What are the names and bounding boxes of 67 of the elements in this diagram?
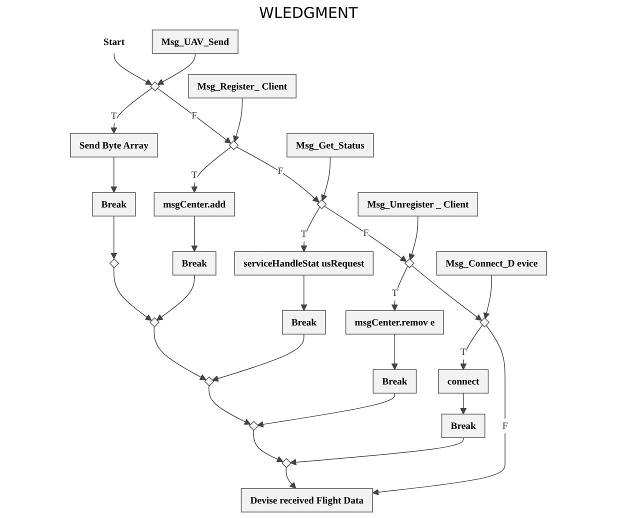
arrow	[324, 206, 407, 262]
node-diamond	[480, 317, 490, 328]
edge-label: F	[363, 226, 369, 238]
arrow	[286, 467, 296, 489]
node-box: msgCenter.remov e	[345, 310, 444, 335]
arrow	[391, 266, 408, 311]
arrow	[212, 334, 304, 382]
arrow	[191, 216, 198, 252]
node-text: Start	[104, 36, 125, 48]
node-diamond	[316, 199, 327, 210]
arrow	[483, 274, 492, 320]
node-box: Devise received Flight Data	[240, 488, 373, 512]
arrow	[208, 386, 251, 425]
arrow	[156, 88, 232, 144]
node-box: connect	[438, 369, 489, 394]
node-box: Break	[372, 369, 417, 394]
node-box: Msg_Unregister _ Client	[358, 192, 478, 216]
arrow	[411, 264, 482, 321]
node-diamond	[248, 420, 259, 431]
arrow	[191, 146, 232, 193]
node-box: msgCenter.add	[154, 192, 235, 216]
edge-label: F	[192, 110, 198, 121]
arrow	[290, 437, 464, 466]
arrow	[460, 392, 467, 414]
arrow	[114, 267, 152, 321]
node-diamond	[404, 258, 414, 268]
edge-label: T	[110, 110, 117, 122]
arrow	[114, 53, 152, 85]
arrow	[157, 53, 196, 85]
arrow	[232, 98, 243, 142]
node-diamond	[109, 258, 120, 268]
node-box: Break	[282, 310, 326, 335]
node-diamond	[228, 140, 239, 150]
node-diamond	[204, 376, 214, 386]
arrow	[300, 274, 308, 311]
edge-label: T	[460, 346, 466, 358]
arrow	[110, 88, 152, 134]
arrow	[236, 146, 320, 202]
edge-label: F	[502, 420, 508, 432]
node-box: Msg_Register_ Client	[188, 74, 296, 98]
arrow	[408, 216, 418, 260]
arrow	[300, 206, 320, 252]
node-diamond	[281, 458, 292, 468]
node-box: serviceHandleStat usRequest	[234, 251, 374, 276]
node-box: Break	[172, 251, 216, 276]
arrow	[257, 392, 396, 428]
edge-label: T	[392, 287, 398, 298]
node-box: Msg_UAV_Send	[152, 30, 238, 54]
arrow	[391, 334, 398, 370]
arrow	[110, 156, 118, 193]
edge-label: T	[191, 168, 198, 180]
node-box: Send Byte Array	[70, 133, 158, 158]
arrow	[156, 274, 195, 321]
arrow	[320, 156, 331, 202]
arrow	[110, 216, 118, 260]
arrow	[253, 430, 284, 462]
node-box: Msg_Connect_D evice	[436, 251, 547, 276]
edge-label: F	[278, 164, 284, 176]
node-box: Break	[441, 414, 486, 438]
arrow	[460, 324, 483, 370]
diagram-title: WLEDGMENT	[259, 4, 358, 22]
node-box: Break	[92, 192, 136, 216]
node-box: Msg_Get_Status	[286, 133, 374, 158]
node-diamond	[150, 317, 160, 328]
node-diamond	[150, 81, 160, 92]
edge-label: T	[300, 228, 307, 240]
arrow	[154, 326, 206, 380]
